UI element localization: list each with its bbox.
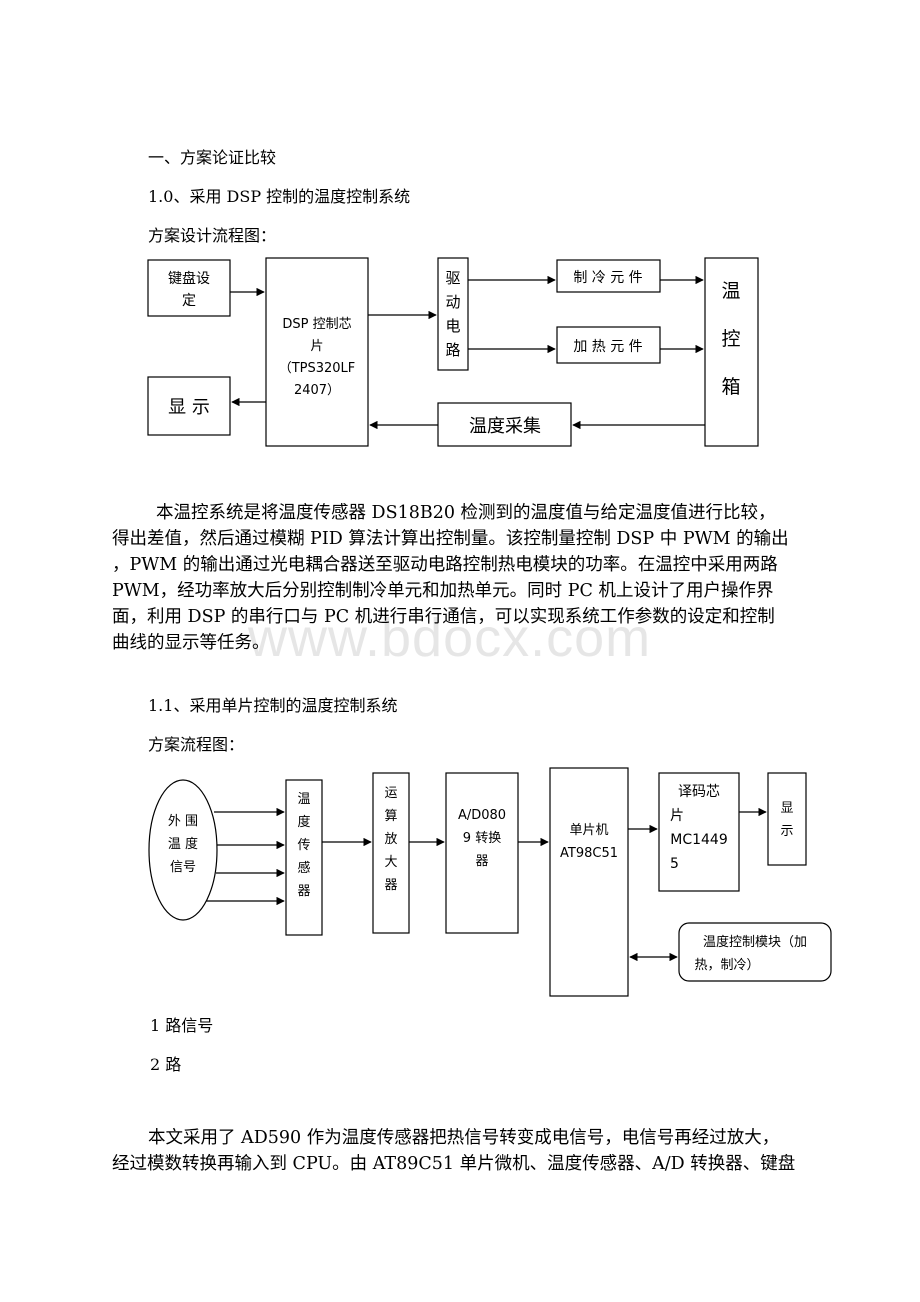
- paragraph-2: 本文采用了 AD590 作为温度传感器把热信号转变成电信号，电信号再经过放大， …: [112, 1125, 802, 1177]
- watermark: www.bdocx.com: [248, 608, 652, 668]
- paragraph-2-line-1: 本文采用了 AD590 作为温度传感器把热信号转变成电信号，电信号再经过放大，: [148, 1128, 780, 1148]
- paragraph-1-line-6: 曲线的显示等任务。: [112, 633, 270, 653]
- sensor-char-1: 温: [297, 792, 310, 807]
- decoder-label-1: 译码芯: [678, 784, 720, 800]
- signal-label-3: 信号: [170, 860, 196, 875]
- driver-char-1: 驱: [445, 269, 460, 287]
- paragraph-1: 本温控系统是将温度传感器 DS18B20 检测到的温度值与给定温度值进行比较， …: [112, 500, 802, 656]
- heating-box: [556, 326, 661, 364]
- mcu-box: [549, 767, 629, 997]
- paragraph-1-line-5: 面，利用 DSP 的串行口与 PC 机进行串行通信，可以实现系统工作参数的设定和…: [112, 607, 775, 627]
- subsection-heading-1-1: 1.1、采用单片控制的温度控制系统: [148, 696, 398, 715]
- display2-char-2: 示: [780, 824, 793, 839]
- amp-char-5: 器: [384, 878, 397, 893]
- paragraph-1-line-1: 本温控系统是将温度传感器 DS18B20 检测到的温度值与给定温度值进行比较，: [156, 503, 776, 523]
- decoder-box: [658, 772, 740, 892]
- decoder-label-4: 5: [670, 856, 679, 872]
- display2-char-1: 显: [780, 801, 793, 816]
- keyboard-label-1: 键盘设: [168, 270, 210, 287]
- mcu-label-1: 单片机: [569, 823, 608, 838]
- heating-label: 加 热 元 件: [573, 339, 642, 355]
- display-box-1: [147, 376, 231, 436]
- temp-module-box: [678, 922, 832, 982]
- paragraph-1-line-2: 得出差值，然后通过模糊 PID 算法计算出控制量。该控制量控制 DSP 中 PW…: [112, 529, 789, 549]
- dsp-label-3: （TPS320LF: [279, 361, 356, 376]
- temp-module-label-1: 温度控制模块（加: [703, 934, 807, 950]
- dsp-label-1: DSP 控制芯: [282, 317, 351, 332]
- amp-char-4: 大: [384, 855, 397, 870]
- sensor-box: [285, 779, 323, 936]
- note-line-2: 2 路: [150, 1055, 182, 1074]
- cooling-box: [556, 259, 661, 293]
- adc-label-3: 器: [475, 854, 488, 869]
- sensor-char-3: 传: [297, 838, 310, 853]
- driver-char-3: 电: [445, 317, 460, 335]
- paragraph-1-line-3: ，PWM 的输出通过光电耦合器送至驱动电路控制热电模块的功率。在温控中采用两路: [112, 555, 778, 575]
- driver-box: [437, 257, 469, 371]
- subsection-heading-1-0: 1.0、采用 DSP 控制的温度控制系统: [148, 187, 411, 206]
- adc-label-1: A/D080: [458, 808, 506, 823]
- display-label-1: 显 示: [168, 397, 210, 418]
- decoder-label-3: MC1449: [670, 832, 727, 848]
- dsp-label-2: 片: [310, 339, 323, 354]
- mcu-label-2: AT98C51: [560, 846, 618, 861]
- sensor-char-2: 度: [297, 814, 310, 830]
- adc-label-2: 9 转换: [463, 831, 501, 846]
- temp-module-label-2: 热，制冷）: [694, 958, 759, 973]
- display-box-2: [767, 772, 807, 866]
- driver-char-4: 路: [445, 341, 460, 359]
- dsp-label-4: 2407）: [294, 383, 340, 398]
- paragraph-1-line-4: PWM，经功率放大后分别控制制冷单元和加热单元。同时 PC 机上设计了用户操作界: [112, 581, 774, 601]
- signal-ellipse: [148, 779, 218, 921]
- note-line-1: 1 路信号: [150, 1016, 214, 1035]
- sensor-char-5: 器: [297, 884, 310, 899]
- driver-char-2: 动: [445, 293, 460, 311]
- box-char-3: 箱: [721, 376, 740, 398]
- adc-box: [445, 772, 519, 934]
- amp-box: [372, 772, 410, 934]
- amp-char-1: 运: [384, 786, 397, 801]
- amp-char-3: 放: [384, 832, 397, 847]
- box-char-2: 控: [721, 328, 740, 350]
- control-box: [704, 257, 759, 447]
- amp-char-2: 算: [384, 809, 397, 824]
- decoder-label-2: 片: [670, 808, 684, 824]
- signal-label-1: 外 围: [168, 814, 198, 829]
- dsp-box: [265, 257, 369, 447]
- paragraph-2-line-2: 经过模数转换再输入到 CPU。由 AT89C51 单片微机、温度传感器、A/D …: [112, 1154, 796, 1174]
- section-heading: 一、方案论证比较: [148, 148, 277, 167]
- flowchart-caption-2: 方案流程图：: [148, 735, 245, 754]
- sensor-char-4: 感: [297, 860, 310, 876]
- keyboard-label-2: 定: [182, 293, 196, 309]
- sampling-label: 温度采集: [469, 416, 541, 437]
- keyboard-box: [147, 259, 231, 317]
- cooling-label: 制 冷 元 件: [573, 270, 642, 286]
- signal-label-2: 温 度: [168, 836, 198, 852]
- flowchart-caption-1: 方案设计流程图：: [148, 226, 277, 245]
- box-char-1: 温: [721, 280, 740, 302]
